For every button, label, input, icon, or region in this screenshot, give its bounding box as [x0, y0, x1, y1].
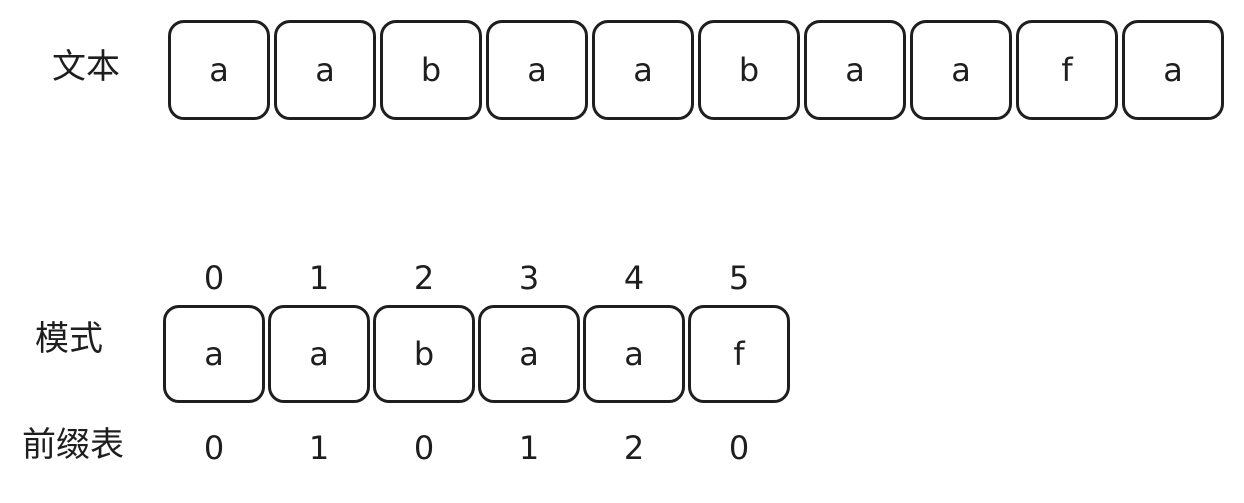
pattern-cell-char: a [204, 335, 224, 373]
text-cell-char: a [951, 51, 971, 89]
pattern-index: 1 [308, 259, 330, 297]
pattern-cell: a [583, 305, 685, 403]
pattern-cell-char: b [413, 335, 435, 373]
text-cell: a [1122, 20, 1224, 120]
prefix-value: 2 [623, 429, 645, 467]
text-cell: a [486, 20, 588, 120]
pattern-cell-char: a [519, 335, 539, 373]
pattern-index: 0 [203, 259, 225, 297]
text-cell: b [698, 20, 800, 120]
pattern-index: 2 [413, 259, 435, 297]
pattern-cell: a [268, 305, 370, 403]
pattern-cell: f [688, 305, 790, 403]
pattern-row-label: 模式 [35, 319, 103, 359]
prefix-value: 1 [308, 429, 330, 467]
prefix-value: 0 [728, 429, 750, 467]
pattern-index: 4 [623, 259, 645, 297]
pattern-cell-char: a [624, 335, 644, 373]
text-cell-char: a [845, 51, 865, 89]
text-row-label: 文本 [52, 47, 120, 87]
text-cell: a [168, 20, 270, 120]
pattern-cell: b [373, 305, 475, 403]
text-cell-char: f [1061, 51, 1073, 89]
text-cell-char: b [420, 51, 442, 89]
pattern-index: 3 [518, 259, 540, 297]
pattern-cell-char: a [309, 335, 329, 373]
pattern-cell-char: f [733, 335, 745, 373]
prefix-value: 0 [413, 429, 435, 467]
pattern-cell: a [163, 305, 265, 403]
text-cell: f [1016, 20, 1118, 120]
text-cell-char: a [527, 51, 547, 89]
text-cell-char: a [315, 51, 335, 89]
text-cell: a [592, 20, 694, 120]
text-cell-char: a [209, 51, 229, 89]
prefix-table-label: 前缀表 [22, 425, 124, 465]
text-cell: a [804, 20, 906, 120]
prefix-value: 0 [203, 429, 225, 467]
text-cell: a [274, 20, 376, 120]
pattern-cell: a [478, 305, 580, 403]
text-cell: a [910, 20, 1012, 120]
text-cell-char: a [633, 51, 653, 89]
pattern-index: 5 [728, 259, 750, 297]
text-cell-char: a [1163, 51, 1183, 89]
text-cell: b [380, 20, 482, 120]
prefix-value: 1 [518, 429, 540, 467]
text-cell-char: b [738, 51, 760, 89]
